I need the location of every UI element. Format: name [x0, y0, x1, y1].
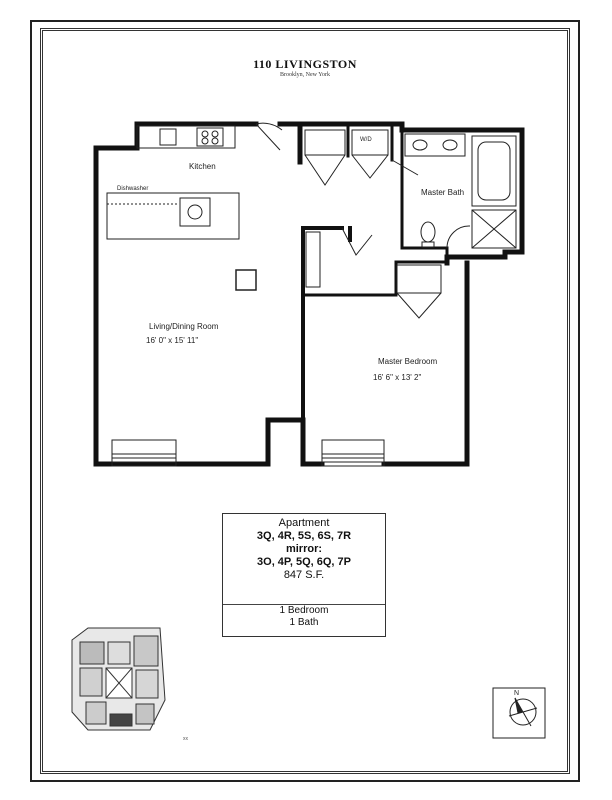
- page-number: xx: [183, 736, 188, 742]
- living-window: [111, 439, 177, 467]
- exterior-wall-left: [93, 145, 115, 467]
- apartment-heading: Apartment: [278, 517, 330, 529]
- entry-door-swing: [255, 122, 283, 151]
- wd-closet: [351, 129, 389, 156]
- interior-wall-closet: [298, 122, 394, 164]
- outer-page-border: [30, 20, 580, 782]
- sink: [159, 128, 177, 146]
- apartment-info-top: Apartment 3Q, 4R, 5S, 6S, 7R mirror: 3O,…: [223, 514, 385, 605]
- stove: [196, 127, 224, 147]
- bedroom-count: 1 Bedroom: [279, 605, 329, 616]
- living-dining-label: Living/Dining Room: [149, 322, 219, 331]
- island-sink: [179, 197, 211, 227]
- wd-label: W/D: [360, 137, 372, 143]
- compass-north-label: N: [514, 690, 520, 697]
- exterior-wall-bottom: [109, 260, 470, 467]
- vanity: [404, 133, 466, 157]
- living-dining-dimensions: 16' 0" x 15' 11": [146, 336, 199, 345]
- shower: [471, 209, 517, 249]
- key-plan-highlight: [109, 713, 133, 727]
- kitchen-counter-top: [136, 125, 236, 149]
- building-subtitle: Brooklyn, New York: [279, 72, 330, 78]
- master-bedroom-dimensions: 16' 6" x 13' 2": [373, 373, 422, 382]
- toilet: [420, 221, 436, 243]
- bath-count: 1 Bath: [289, 617, 319, 628]
- apartment-area: 847 S.F.: [283, 569, 325, 581]
- master-bath-label: Master Bath: [421, 188, 465, 197]
- bedroom-window: [321, 439, 385, 467]
- interior-wall-bath: [400, 128, 449, 264]
- mirror-units: 3O, 4P, 5Q, 6Q, 7P: [257, 556, 351, 568]
- bathtub: [471, 135, 517, 207]
- linen-closet: [305, 231, 321, 288]
- kitchen-label: Kitchen: [189, 162, 216, 171]
- interior-wall-bedroom-top: [301, 260, 449, 297]
- apartment-info-box: Apartment 3Q, 4R, 5S, 6S, 7R mirror: 3O,…: [222, 513, 386, 637]
- mirror-label: mirror:: [285, 543, 323, 555]
- interior-wall-bedroom: [301, 226, 352, 422]
- bedroom-closet: [396, 264, 442, 294]
- coat-closet: [304, 129, 346, 156]
- compass-icon: [492, 687, 546, 739]
- apartment-units: 3Q, 4R, 5S, 6S, 7R: [256, 530, 352, 542]
- inner-page-border: [40, 28, 570, 774]
- structural-column: [235, 269, 257, 291]
- master-bedroom-label: Master Bedroom: [378, 357, 438, 366]
- dishwasher-label: Dishwasher: [117, 186, 149, 192]
- building-title: 110 LIVINGSTON: [253, 57, 357, 71]
- key-plan: [71, 627, 166, 731]
- kitchen-island: [106, 192, 240, 240]
- apartment-info-bottom: 1 Bedroom 1 Bath: [223, 605, 385, 629]
